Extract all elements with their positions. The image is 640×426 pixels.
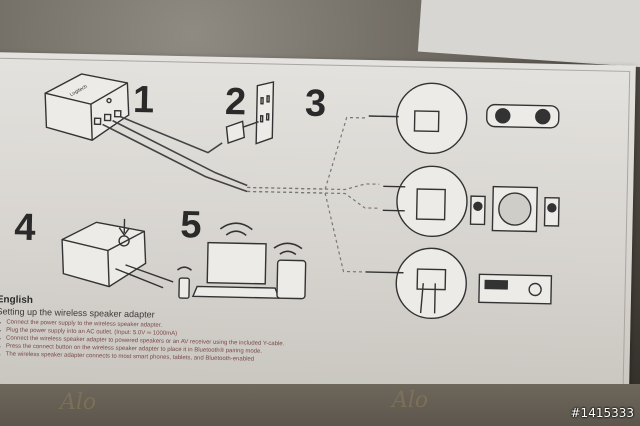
step-number: 1 bbox=[132, 79, 155, 122]
portable-speaker-illustration bbox=[486, 103, 560, 129]
image-watermark: #1415333 bbox=[570, 406, 635, 420]
bluetooth-devices-illustration bbox=[178, 241, 307, 300]
cloth-pattern: Alo bbox=[392, 388, 429, 413]
computer-speakers-illustration bbox=[469, 185, 560, 233]
step-number: 3 bbox=[304, 82, 327, 126]
speaker-adapter-illustration bbox=[44, 73, 130, 141]
av-receiver-illustration bbox=[478, 273, 553, 305]
cloth-pattern: Alo bbox=[60, 390, 97, 415]
instruction-leaflet: 1 2 3 4 5 Logitech English Setting up th… bbox=[0, 52, 636, 404]
connector-detail-circle bbox=[396, 82, 468, 155]
connector-detail-circle bbox=[396, 165, 468, 238]
step-number: 5 bbox=[179, 204, 202, 247]
instructions-text: English Setting up the wireless speaker … bbox=[0, 294, 357, 366]
step-number: 4 bbox=[13, 206, 36, 250]
wifi-signal-icon bbox=[176, 222, 303, 271]
adapter-pairing-illustration bbox=[61, 218, 174, 289]
tablecloth: Alo Alo bbox=[0, 384, 640, 426]
instruction-list: 1.Connect the power supply to the wirele… bbox=[0, 318, 356, 366]
step-number: 2 bbox=[224, 80, 247, 124]
setup-diagram bbox=[0, 57, 631, 398]
connector-detail-circle bbox=[395, 247, 467, 320]
wall-outlet-illustration bbox=[225, 81, 275, 145]
